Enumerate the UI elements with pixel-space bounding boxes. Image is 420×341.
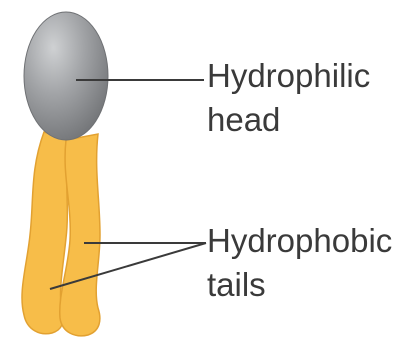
hydrophobic-tails-label-line2: tails [207, 263, 392, 307]
hydrophilic-head [24, 12, 108, 140]
hydrophilic-head-label: Hydrophilic head [207, 54, 370, 142]
hydrophobic-tails-label-line1: Hydrophobic [207, 219, 392, 263]
hydrophilic-head-label-line1: Hydrophilic [207, 54, 370, 98]
hydrophobic-tails-label: Hydrophobic tails [207, 219, 392, 307]
hydrophilic-head-label-line2: head [207, 98, 370, 142]
